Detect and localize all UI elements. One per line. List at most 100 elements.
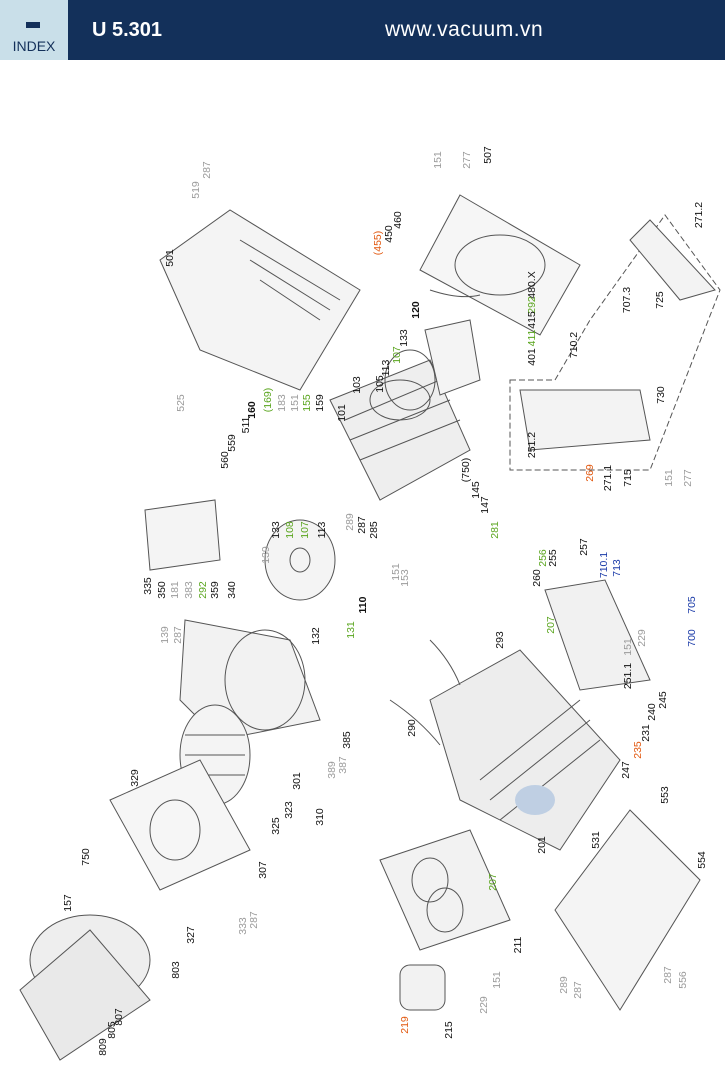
part-number-label: 260 bbox=[530, 569, 543, 587]
part-number-label: 511 bbox=[239, 416, 252, 434]
part-number-label: 103 bbox=[350, 376, 363, 394]
part-number-label: 289 bbox=[343, 513, 356, 531]
part-number-label: 157 bbox=[61, 894, 74, 912]
part-number-label: 105 bbox=[373, 375, 386, 393]
part-number-label: 151 bbox=[490, 971, 503, 989]
part-number-label: 257 bbox=[577, 538, 590, 556]
part-number-label: 710.2 bbox=[567, 331, 580, 359]
part-number-label: 110 bbox=[356, 596, 369, 614]
index-icon bbox=[26, 22, 40, 28]
pump-body-101 bbox=[329, 359, 471, 501]
part-number-label: 559 bbox=[225, 434, 238, 452]
part-number-label: 293 bbox=[493, 631, 506, 649]
part-number-label: 229 bbox=[477, 996, 490, 1014]
website-link[interactable]: www.vacuum.vn bbox=[385, 18, 544, 41]
part-number-label: 329 bbox=[128, 769, 141, 787]
part-number-label: 350 bbox=[155, 581, 168, 599]
part-number-label: 131 bbox=[344, 621, 357, 639]
part-number-label: 247 bbox=[619, 761, 632, 779]
part-number-label: 700 bbox=[685, 629, 698, 647]
fan-cover-501 bbox=[159, 209, 361, 391]
part-number-label: 750 bbox=[79, 848, 92, 866]
part-number-label: 219 bbox=[398, 1016, 411, 1034]
part-number-label: 325 bbox=[269, 817, 282, 835]
part-number-label: 287 bbox=[355, 516, 368, 534]
part-number-label: 107 bbox=[390, 346, 403, 364]
part-number-label: 501 bbox=[163, 249, 176, 267]
part-number-label: 251.2 bbox=[525, 431, 538, 459]
part-number-label: 554 bbox=[695, 851, 708, 869]
part-number-label: 151 bbox=[431, 151, 444, 169]
part-number-label: 133 bbox=[269, 521, 282, 539]
part-number-label: 383 bbox=[182, 581, 195, 599]
part-number-label: 310 bbox=[313, 808, 326, 826]
part-number-label: 556 bbox=[676, 971, 689, 989]
part-number-label: 560 bbox=[218, 451, 231, 469]
part-number-label: 271.1 bbox=[601, 464, 614, 492]
part-number-label: 287 bbox=[661, 966, 674, 984]
part-number-label: (750) bbox=[459, 457, 472, 483]
part-number-label: 153 bbox=[398, 569, 411, 587]
part-number-label: 229 bbox=[635, 629, 648, 647]
part-number-label: 327 bbox=[184, 926, 197, 944]
end-plate-120 bbox=[384, 319, 481, 411]
part-number-label: 287 bbox=[571, 981, 584, 999]
part-number-label: 507 bbox=[481, 146, 494, 164]
model-title: U 5.301 bbox=[92, 19, 163, 41]
part-number-label: 151 bbox=[621, 638, 634, 656]
fan-housing-507 bbox=[419, 194, 581, 336]
part-number-label: 113 bbox=[379, 359, 392, 377]
part-number-label: 207 bbox=[486, 873, 499, 891]
part-number-label: 240 bbox=[645, 703, 658, 721]
part-number-label: 292 bbox=[196, 581, 209, 599]
parts-drawing bbox=[19, 194, 721, 1061]
part-number-label: 277 bbox=[681, 469, 694, 487]
part-number-label: 519 bbox=[189, 181, 202, 199]
part-number-label: 256 bbox=[536, 549, 549, 567]
part-number-label: 287 bbox=[247, 911, 260, 929]
part-number-label: 181 bbox=[168, 581, 181, 599]
motor-plate-329 bbox=[109, 759, 251, 891]
part-number-label: 139 bbox=[259, 546, 272, 564]
part-number-label: 290 bbox=[405, 719, 418, 737]
part-number-label: 725 bbox=[653, 291, 666, 309]
part-number-label: 251.1 bbox=[621, 662, 634, 690]
part-number-label: 415 bbox=[525, 311, 538, 329]
part-number-label: 245 bbox=[656, 691, 669, 709]
part-number-label: 269 bbox=[583, 464, 596, 482]
part-number-label: 271.2 bbox=[692, 201, 705, 229]
part-number-label: 460 bbox=[391, 211, 404, 229]
part-number-label: 120 bbox=[409, 301, 422, 319]
valve-box-251.2 bbox=[509, 214, 721, 471]
part-number-label: 387 bbox=[336, 756, 349, 774]
part-number-label: 231 bbox=[639, 724, 652, 742]
part-number-label: 809 bbox=[96, 1038, 109, 1056]
part-number-label: 707.3 bbox=[620, 286, 633, 314]
part-number-label: 151 bbox=[662, 469, 675, 487]
part-number-label: 730 bbox=[654, 386, 667, 404]
part-number-label: 287 bbox=[200, 161, 213, 179]
part-number-label: 401 bbox=[525, 348, 538, 366]
index-button[interactable]: INDEX bbox=[0, 0, 68, 60]
valve-block bbox=[519, 219, 716, 451]
part-number-label: 255 bbox=[546, 549, 559, 567]
part-number-label: 107 bbox=[298, 521, 311, 539]
part-number-label: 285 bbox=[367, 521, 380, 539]
part-number-label: (169) bbox=[261, 387, 274, 413]
part-number-label: 201 bbox=[535, 836, 548, 854]
part-number-label: 277 bbox=[460, 151, 473, 169]
part-number-label: 132 bbox=[309, 627, 322, 645]
part-number-label: 139 bbox=[158, 626, 171, 644]
part-number-label: (455) bbox=[371, 230, 384, 256]
part-number-label: 108 bbox=[283, 521, 296, 539]
part-number-label: 340 bbox=[225, 581, 238, 599]
cooler-335 bbox=[144, 499, 221, 571]
part-number-label: 211 bbox=[511, 936, 524, 954]
part-number-label: 301 bbox=[290, 772, 303, 790]
part-number-label: 207 bbox=[544, 616, 557, 634]
part-number-label: 215 bbox=[442, 1021, 455, 1039]
part-number-label: 385 bbox=[340, 731, 353, 749]
filter-215 bbox=[399, 964, 446, 1011]
bearing-plate-110 bbox=[264, 519, 336, 601]
part-number-label: 531 bbox=[589, 831, 602, 849]
